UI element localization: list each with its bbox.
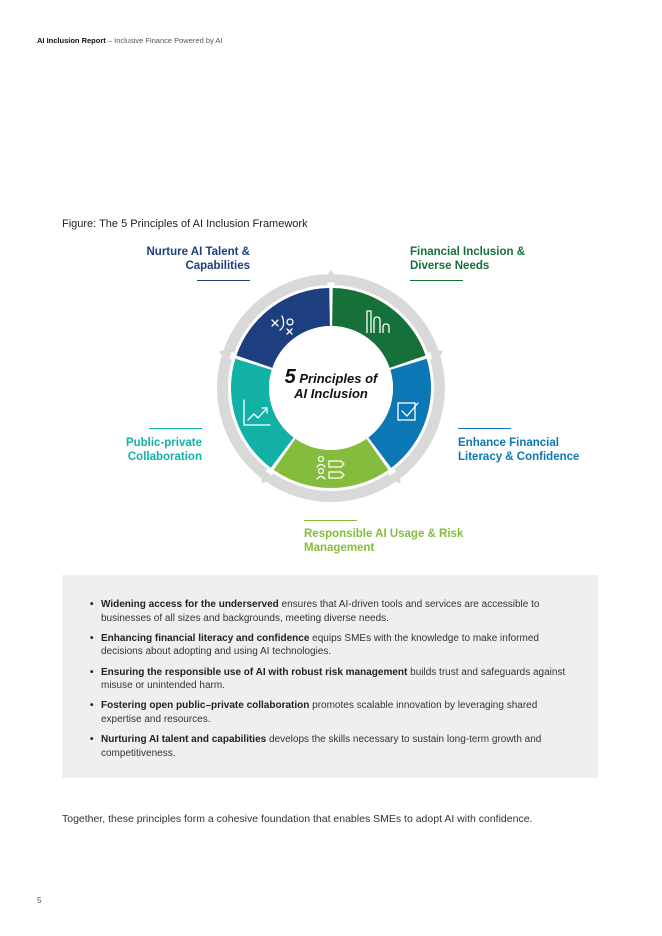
label-underline — [197, 280, 250, 281]
principle-heading: Fostering open public–private collaborat… — [101, 700, 310, 712]
chart-trend-icon — [243, 399, 271, 426]
ring-piece — [267, 473, 395, 502]
wheel-segments — [230, 288, 431, 488]
center-number: 5 — [284, 366, 296, 388]
principle-heading: Ensuring the responsible use of AI with … — [101, 666, 408, 678]
principle-description: promotes scalable innovation by leveragi… — [101, 700, 538, 725]
label-responsible-ai: Responsible AI Usage & Risk Management — [304, 528, 464, 554]
label-financial-inclusion: Financial Inclusion & Diverse Needs — [410, 246, 526, 272]
ring-piece — [223, 274, 328, 353]
ring-notch — [261, 467, 277, 484]
strategy-icon — [271, 315, 294, 335]
ring-notch — [385, 467, 401, 484]
center-title: 5 Principles of AI Inclusion — [262, 367, 400, 401]
label-underline — [458, 428, 511, 429]
center-line-2: AI Inclusion — [294, 386, 368, 401]
center-disc — [269, 326, 393, 450]
people-flow-icon — [316, 455, 345, 480]
principles-list: Widening access for the underserved ensu… — [90, 598, 574, 767]
report-header: AI Inclusion Report – Inclusive Finance … — [37, 36, 223, 45]
label-public-private: Public-private Collaboration — [125, 437, 202, 463]
bar-growth-icon — [366, 310, 390, 333]
report-subtitle: – Inclusive Finance Powered by AI — [105, 36, 223, 45]
wheel-segment — [236, 288, 330, 368]
checkbox-icon — [397, 402, 419, 421]
principle-description: equips SMEs with the knowledge to make i… — [101, 632, 539, 658]
principles-summary-box: Widening access for the underserved ensu… — [62, 575, 598, 778]
label-underline — [304, 520, 357, 521]
wheel-segment — [273, 438, 389, 488]
outer-ring — [217, 270, 445, 502]
principle-heading: Enhancing financial literacy and confide… — [101, 632, 310, 644]
label-nurture-talent: Nurture AI Talent & Capabilities — [146, 246, 250, 272]
label-financial-literacy: Enhance Financial Literacy & Confidence — [458, 437, 580, 463]
principle-item: Fostering open public–private collaborat… — [90, 699, 574, 726]
ring-notch — [428, 346, 444, 365]
principle-item: Nurturing AI talent and capabilities dev… — [90, 733, 574, 760]
label-underline — [149, 428, 202, 429]
closing-paragraph: Together, these principles form a cohesi… — [62, 813, 533, 825]
figure-title: Figure: The 5 Principles of AI Inclusion… — [62, 218, 308, 230]
ring-notch — [218, 346, 234, 365]
principle-description: ensures that AI-driven tools and service… — [101, 599, 540, 624]
principle-heading: Nurturing AI talent and capabilities — [101, 734, 267, 746]
wheel-segment — [332, 288, 426, 368]
label-underline — [410, 280, 463, 281]
ring-piece — [394, 356, 445, 478]
ring-piece — [217, 356, 268, 478]
principle-heading: Widening access for the underserved — [101, 599, 279, 610]
wheel-segment — [368, 358, 431, 468]
page-number: 5 — [37, 896, 42, 905]
principle-item: Ensuring the responsible use of AI with … — [90, 666, 574, 693]
principle-description: develops the skills necessary to sustain… — [101, 734, 542, 759]
principle-item: Enhancing financial literacy and confide… — [90, 632, 574, 659]
principle-description: builds trust and safeguards against misu… — [101, 666, 566, 692]
ring-piece — [334, 274, 439, 353]
principle-item: Widening access for the underserved ensu… — [90, 598, 574, 625]
report-title: AI Inclusion Report — [37, 36, 106, 45]
ring-notch — [321, 270, 341, 283]
center-line-1: Principles of — [295, 371, 378, 386]
